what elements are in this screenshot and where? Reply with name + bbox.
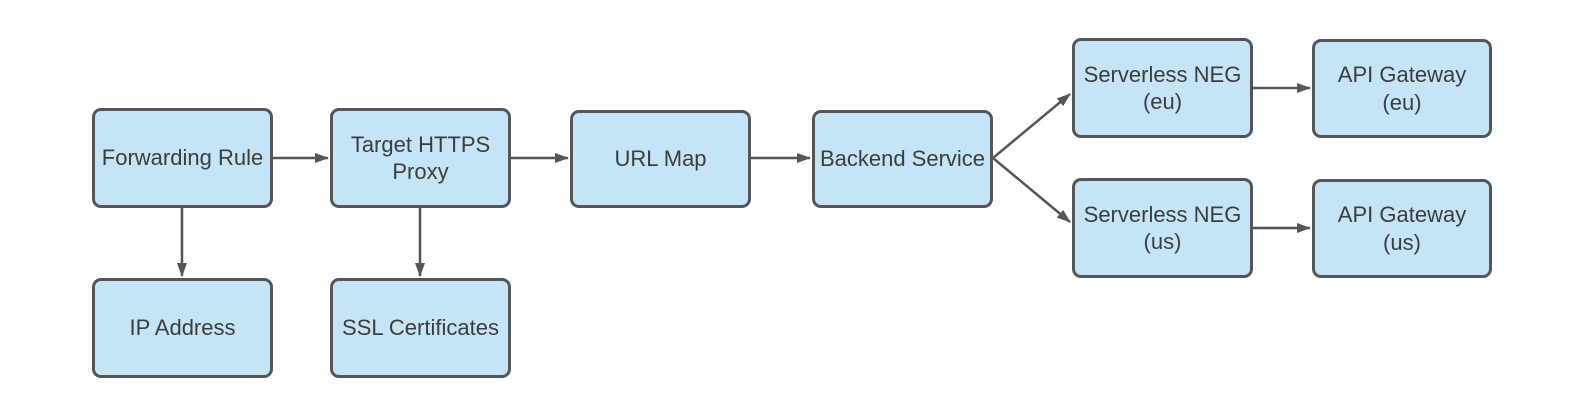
node-forwarding-rule: Forwarding Rule [92,108,273,208]
node-serverless-neg-us: Serverless NEG (us) [1072,178,1253,278]
edge-backend-service-to-serverless-neg-eu [992,93,1071,159]
node-ip-address: IP Address [92,278,273,378]
node-label: API Gateway (us) [1337,202,1467,255]
node-label: URL Map [614,146,707,172]
node-label: Target HTTPS Proxy [350,131,491,185]
node-label: Serverless NEG (us) [1083,201,1242,255]
node-api-gateway-us: API Gateway (us) [1312,179,1492,278]
node-url-map: URL Map [570,110,751,208]
node-target-https-proxy: Target HTTPS Proxy [330,108,511,208]
node-backend-service: Backend Service [812,110,993,208]
node-label: API Gateway (eu) [1337,62,1467,115]
node-ssl-certificates: SSL Certificates [330,278,511,378]
edge-backend-service-to-serverless-neg-us [992,157,1071,223]
node-api-gateway-eu: API Gateway (eu) [1312,39,1492,138]
node-label: Forwarding Rule [101,145,264,171]
node-label: SSL Certificates [342,315,499,341]
node-label: Backend Service [819,146,986,172]
node-serverless-neg-eu: Serverless NEG (eu) [1072,38,1253,138]
node-label: Serverless NEG (eu) [1083,61,1242,115]
node-label: IP Address [129,315,236,341]
